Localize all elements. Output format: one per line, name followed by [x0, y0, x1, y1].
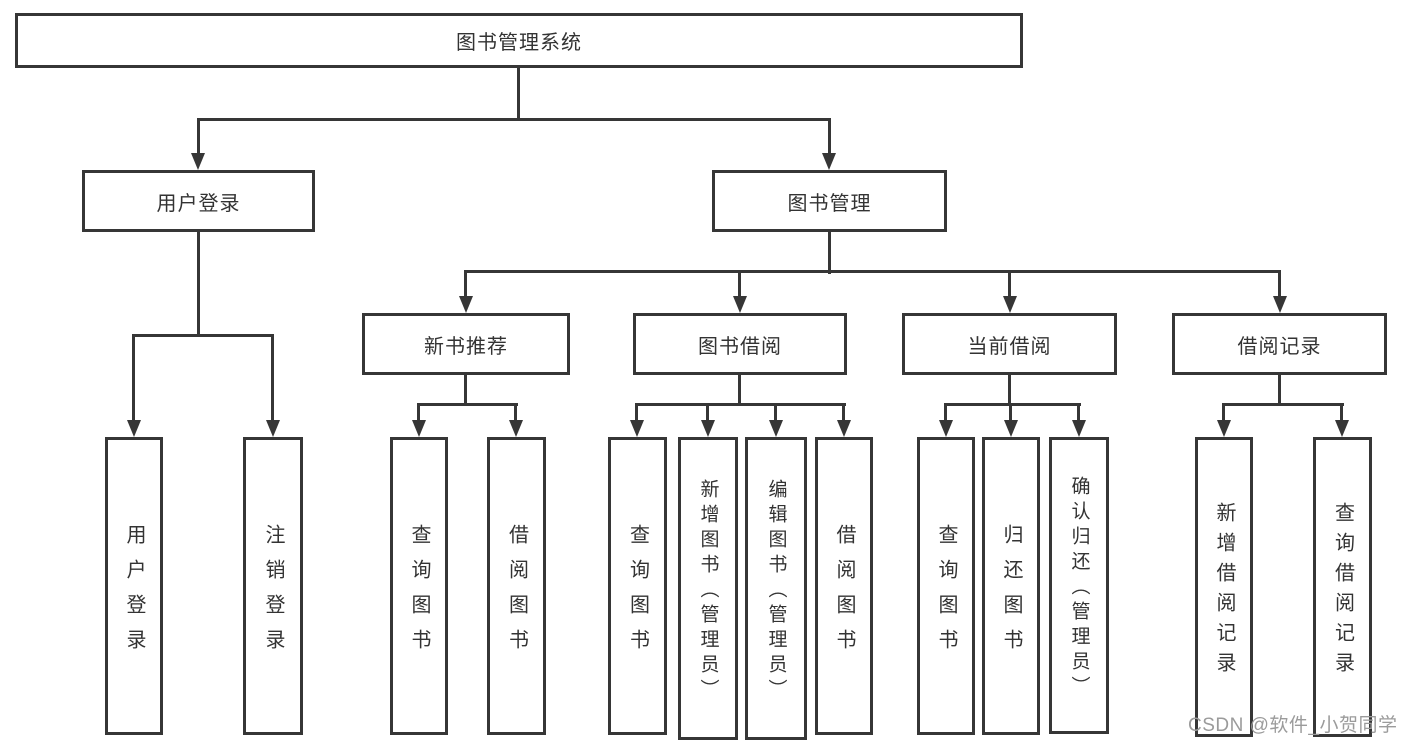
leaf-cb-query-books-label: 查询图书: [935, 523, 957, 664]
leaf-br-add-record-label: 新增借阅记录: [1213, 502, 1235, 682]
leaf-nbr-borrow-books: 借阅图书: [487, 437, 546, 735]
node-book-borrow-label: 图书借阅: [698, 335, 782, 358]
arrowhead-icon: [837, 420, 851, 437]
arrowhead-icon: [509, 420, 523, 437]
connector-line: [1009, 403, 1012, 423]
leaf-user-login: 用户登录: [105, 437, 163, 735]
node-current-borrow: 当前借阅: [902, 313, 1117, 375]
node-new-book-recommend: 新书推荐: [362, 313, 570, 375]
node-root-label: 图书管理系统: [456, 32, 582, 54]
connector-line: [197, 118, 200, 156]
arrowhead-icon: [1072, 420, 1086, 437]
node-borrow-records: 借阅记录: [1172, 313, 1387, 375]
leaf-br-add-record: 新增借阅记录: [1195, 437, 1253, 737]
connector-line: [1278, 374, 1281, 406]
node-root: 图书管理系统: [15, 13, 1023, 68]
leaf-cb-return-books-label: 归还图书: [1000, 523, 1022, 664]
connector-line: [517, 66, 520, 121]
leaf-nbr-borrow-books-label: 借阅图书: [505, 523, 528, 664]
node-borrow-records-label: 借阅记录: [1237, 335, 1322, 358]
leaf-bb-add-books-admin: 新增图书（管理员）: [678, 437, 738, 740]
node-book-management: 图书管理: [712, 170, 947, 232]
node-current-borrow-label: 当前借阅: [967, 335, 1052, 358]
connector-line: [706, 403, 709, 423]
leaf-br-query-record: 查询借阅记录: [1313, 437, 1372, 737]
arrowhead-icon: [701, 420, 715, 437]
arrowhead-icon: [191, 153, 205, 170]
connector-line: [828, 118, 831, 156]
leaf-cb-confirm-return-admin-label: 确认归还（管理员）: [1068, 476, 1090, 701]
connector-line: [271, 334, 274, 422]
node-new-book-recommend-label: 新书推荐: [424, 335, 508, 358]
leaf-cb-query-books: 查询图书: [917, 437, 975, 735]
leaf-br-query-record-label: 查询借阅记录: [1331, 502, 1354, 682]
connector-line: [464, 270, 1281, 273]
arrowhead-icon: [127, 420, 141, 437]
connector-line: [514, 403, 517, 423]
leaf-bb-query-books-label: 查询图书: [626, 523, 649, 664]
connector-line: [1077, 403, 1080, 423]
leaf-bb-edit-books-admin: 编辑图书（管理员）: [745, 437, 807, 740]
connector-line: [197, 118, 831, 121]
connector-line: [417, 403, 518, 406]
arrowhead-icon: [1335, 420, 1349, 437]
arrowhead-icon: [1003, 296, 1017, 313]
connector-line: [635, 403, 846, 406]
connector-line: [1278, 270, 1281, 302]
leaf-user-login-label: 用户登录: [123, 523, 145, 664]
arrowhead-icon: [733, 296, 747, 313]
arrowhead-icon: [412, 420, 426, 437]
connector-line: [738, 270, 741, 302]
connector-line: [774, 403, 777, 423]
leaf-nbr-query-books: 查询图书: [390, 437, 448, 735]
node-book-borrow: 图书借阅: [633, 313, 847, 375]
connector-line: [842, 403, 845, 423]
connector-line: [1008, 374, 1011, 406]
connector-line: [1008, 270, 1011, 302]
connector-line: [132, 334, 274, 337]
arrowhead-icon: [1217, 420, 1231, 437]
node-user-login-label: 用户登录: [156, 192, 241, 215]
arrowhead-icon: [459, 296, 473, 313]
leaf-cb-return-books: 归还图书: [982, 437, 1040, 735]
connector-line: [828, 230, 831, 274]
arrowhead-icon: [1273, 296, 1287, 313]
connector-line: [1340, 403, 1343, 423]
node-user-login: 用户登录: [82, 170, 315, 232]
connector-line: [464, 374, 467, 406]
connector-line: [944, 403, 947, 423]
connector-line: [635, 403, 638, 423]
connector-line: [417, 403, 420, 423]
connector-line: [1222, 403, 1344, 406]
csdn-watermark: CSDN @软件_小贺同学: [1188, 715, 1398, 736]
arrowhead-icon: [1004, 420, 1018, 437]
leaf-nbr-query-books-label: 查询图书: [408, 523, 430, 664]
leaf-bb-borrow-books-label: 借阅图书: [833, 523, 855, 664]
leaf-bb-query-books: 查询图书: [608, 437, 667, 735]
connector-line: [197, 230, 200, 337]
connector-line: [738, 374, 741, 406]
arrowhead-icon: [266, 420, 280, 437]
arrowhead-icon: [630, 420, 644, 437]
arrowhead-icon: [769, 420, 783, 437]
arrowhead-icon: [822, 153, 836, 170]
leaf-logout-label: 注销登录: [262, 523, 284, 664]
connector-line: [1222, 403, 1225, 423]
connector-line: [464, 270, 467, 302]
leaf-logout: 注销登录: [243, 437, 303, 735]
leaf-cb-confirm-return-admin: 确认归还（管理员）: [1049, 437, 1109, 734]
connector-line: [944, 403, 1081, 406]
leaf-bb-borrow-books: 借阅图书: [815, 437, 873, 735]
connector-line: [132, 334, 135, 422]
leaf-bb-edit-books-admin-label: 编辑图书（管理员）: [765, 479, 787, 704]
node-book-management-label: 图书管理: [787, 192, 872, 215]
leaf-bb-add-books-admin-label: 新增图书（管理员）: [697, 479, 719, 704]
arrowhead-icon: [939, 420, 953, 437]
